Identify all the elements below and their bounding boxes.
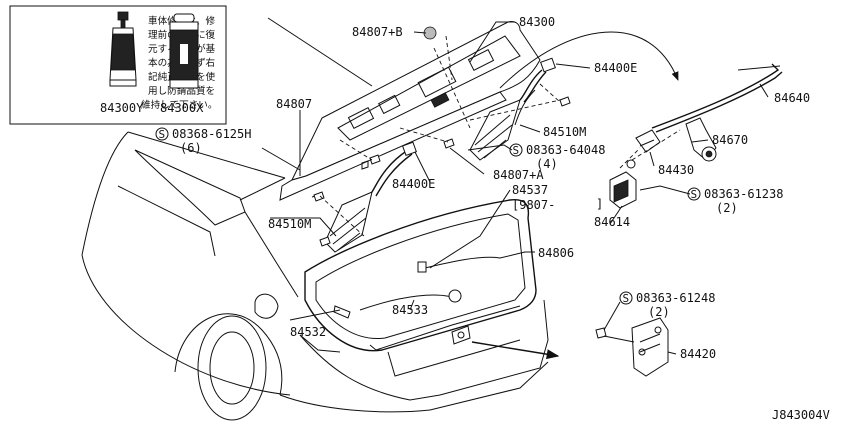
callout-84400E-top: 84400E	[594, 61, 637, 75]
callout-84670: 84670	[712, 133, 748, 147]
callout-84400E-mid: 84400E	[392, 177, 435, 191]
label-84300Y: 84300Y	[100, 101, 144, 115]
spray-can-icon	[169, 13, 199, 89]
bumper-84400E-mid	[401, 141, 417, 157]
note-line-7: 維持して下さい。	[141, 99, 217, 111]
callout-84300: 84300	[519, 15, 555, 29]
trunk-lid-84300	[279, 21, 541, 201]
cable-route-arrow	[499, 31, 679, 89]
callout-84532: 84532	[290, 325, 326, 339]
callout-84533: 84533	[392, 303, 428, 317]
opener-actuator-84670	[685, 117, 717, 162]
weatherstrip-84532	[333, 305, 351, 319]
callout-84537-date: [9807-	[512, 198, 555, 212]
callout-84430: 84430	[658, 163, 694, 177]
switch-84614	[609, 159, 637, 209]
diagram-id: J843004V	[772, 408, 830, 422]
callout-08363-64048-qty: (4)	[536, 157, 558, 171]
screw-symbols: S S S S	[155, 127, 701, 305]
cable-84533	[359, 289, 462, 311]
callout-84807: 84807	[276, 97, 312, 111]
callout-84510M-left: 84510M	[268, 217, 311, 231]
sealant-tube-icon	[109, 11, 137, 87]
note-text: 車体修理は、修 理前の状態に復 元することが基 本の為、必ず右 記純正部品を使 …	[141, 15, 217, 111]
callout-84614: 84614	[594, 215, 630, 229]
callout-08363-61238: 08363-61238	[704, 187, 783, 201]
hinge-right-84510M	[469, 69, 547, 161]
striker-84420	[595, 317, 669, 377]
callout-84537-close: ]	[596, 197, 603, 211]
bumper-84400E-top	[540, 57, 556, 73]
harness-84537	[417, 251, 526, 273]
callout-84420: 84420	[680, 347, 716, 361]
leader-lines	[261, 21, 769, 355]
label-84300X: 84300X	[160, 101, 204, 115]
repair-note-box: 車体修理は、修 理前の状態に復 元することが基 本の為、必ず右 記純正部品を使 …	[9, 5, 227, 125]
callout-08368-qty: (6)	[180, 141, 202, 155]
callout-84537: 84537	[512, 183, 548, 197]
bolt-set	[311, 96, 571, 247]
screw-icon: S	[513, 144, 520, 157]
callout-08363-61248: 08363-61248	[636, 291, 715, 305]
screw-icon: S	[691, 188, 698, 201]
callout-84807A: 84807+A	[493, 168, 544, 182]
callout-84806: 84806	[538, 246, 574, 260]
callout-84510M-right: 84510M	[543, 125, 586, 139]
torsion-bar-84640	[651, 63, 783, 133]
callout-08368-6125H: 08368-6125H	[172, 127, 251, 141]
screw-icon: S	[623, 292, 630, 305]
callout-84640: 84640	[774, 91, 810, 105]
callout-labels: 84300 84807+B 84400E 84640 84807 84510M …	[172, 15, 830, 422]
striker-detail-arrow	[471, 341, 560, 360]
lid-lock-84430	[635, 129, 661, 153]
screw-icon: S	[159, 128, 166, 141]
callout-08363-64048: 08363-64048	[526, 143, 605, 157]
callout-84807B: 84807+B	[352, 25, 403, 39]
callout-08363-61248-qty: (2)	[648, 305, 670, 319]
callout-08363-61238-qty: (2)	[716, 201, 738, 215]
